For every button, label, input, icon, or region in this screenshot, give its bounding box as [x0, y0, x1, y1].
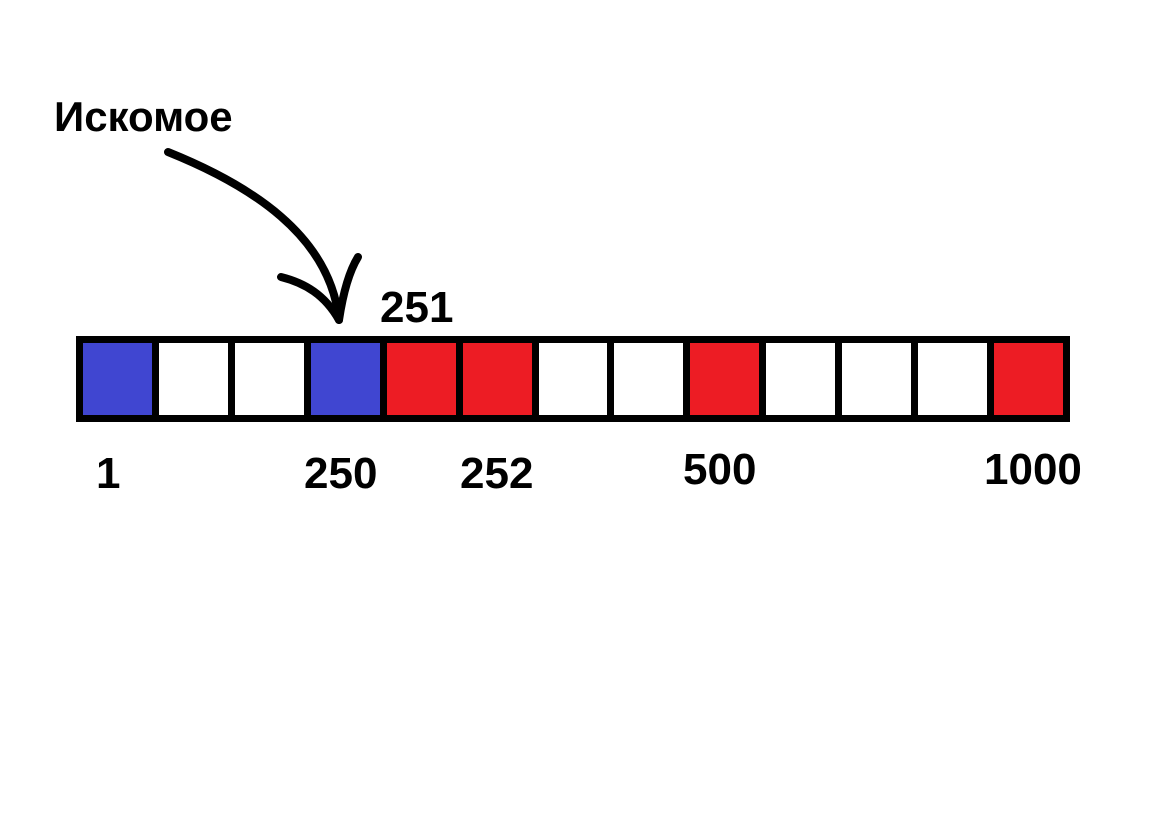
cell-label-251: 251 [380, 283, 454, 332]
cell-13-red [994, 343, 1063, 415]
cell-label-250: 250 [304, 449, 378, 498]
cell-3-white [234, 343, 304, 415]
cell-12-white [918, 343, 988, 415]
cell-label-1000: 1000 [984, 445, 1082, 494]
cell-7-white [538, 343, 608, 415]
arrow-shaft [164, 148, 343, 324]
cell-1-blue [83, 343, 152, 415]
cell-2-white [158, 343, 228, 415]
cell-array [76, 336, 1070, 422]
cell-5-red [386, 343, 456, 415]
cell-11-white [842, 343, 912, 415]
cell-4-blue [310, 343, 380, 415]
cell-8-white [614, 343, 684, 415]
cell-label-500: 500 [683, 445, 757, 494]
cell-label-252: 252 [460, 449, 534, 498]
arrow-head [277, 253, 362, 324]
cell-9-red [690, 343, 760, 415]
target-annotation-label: Искомое [54, 93, 233, 140]
cell-10-white [766, 343, 836, 415]
cell-label-1: 1 [96, 449, 121, 498]
cell-6-red [462, 343, 532, 415]
